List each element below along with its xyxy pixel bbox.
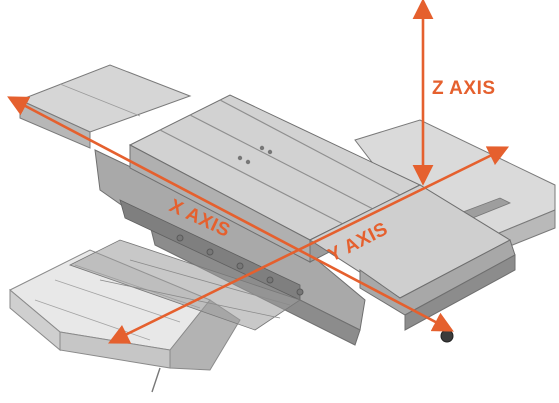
machine-illustration: [9, 64, 556, 393]
z-axis-label: Z AXIS: [432, 78, 496, 99]
y-axis-arrow: [107, 146, 510, 344]
